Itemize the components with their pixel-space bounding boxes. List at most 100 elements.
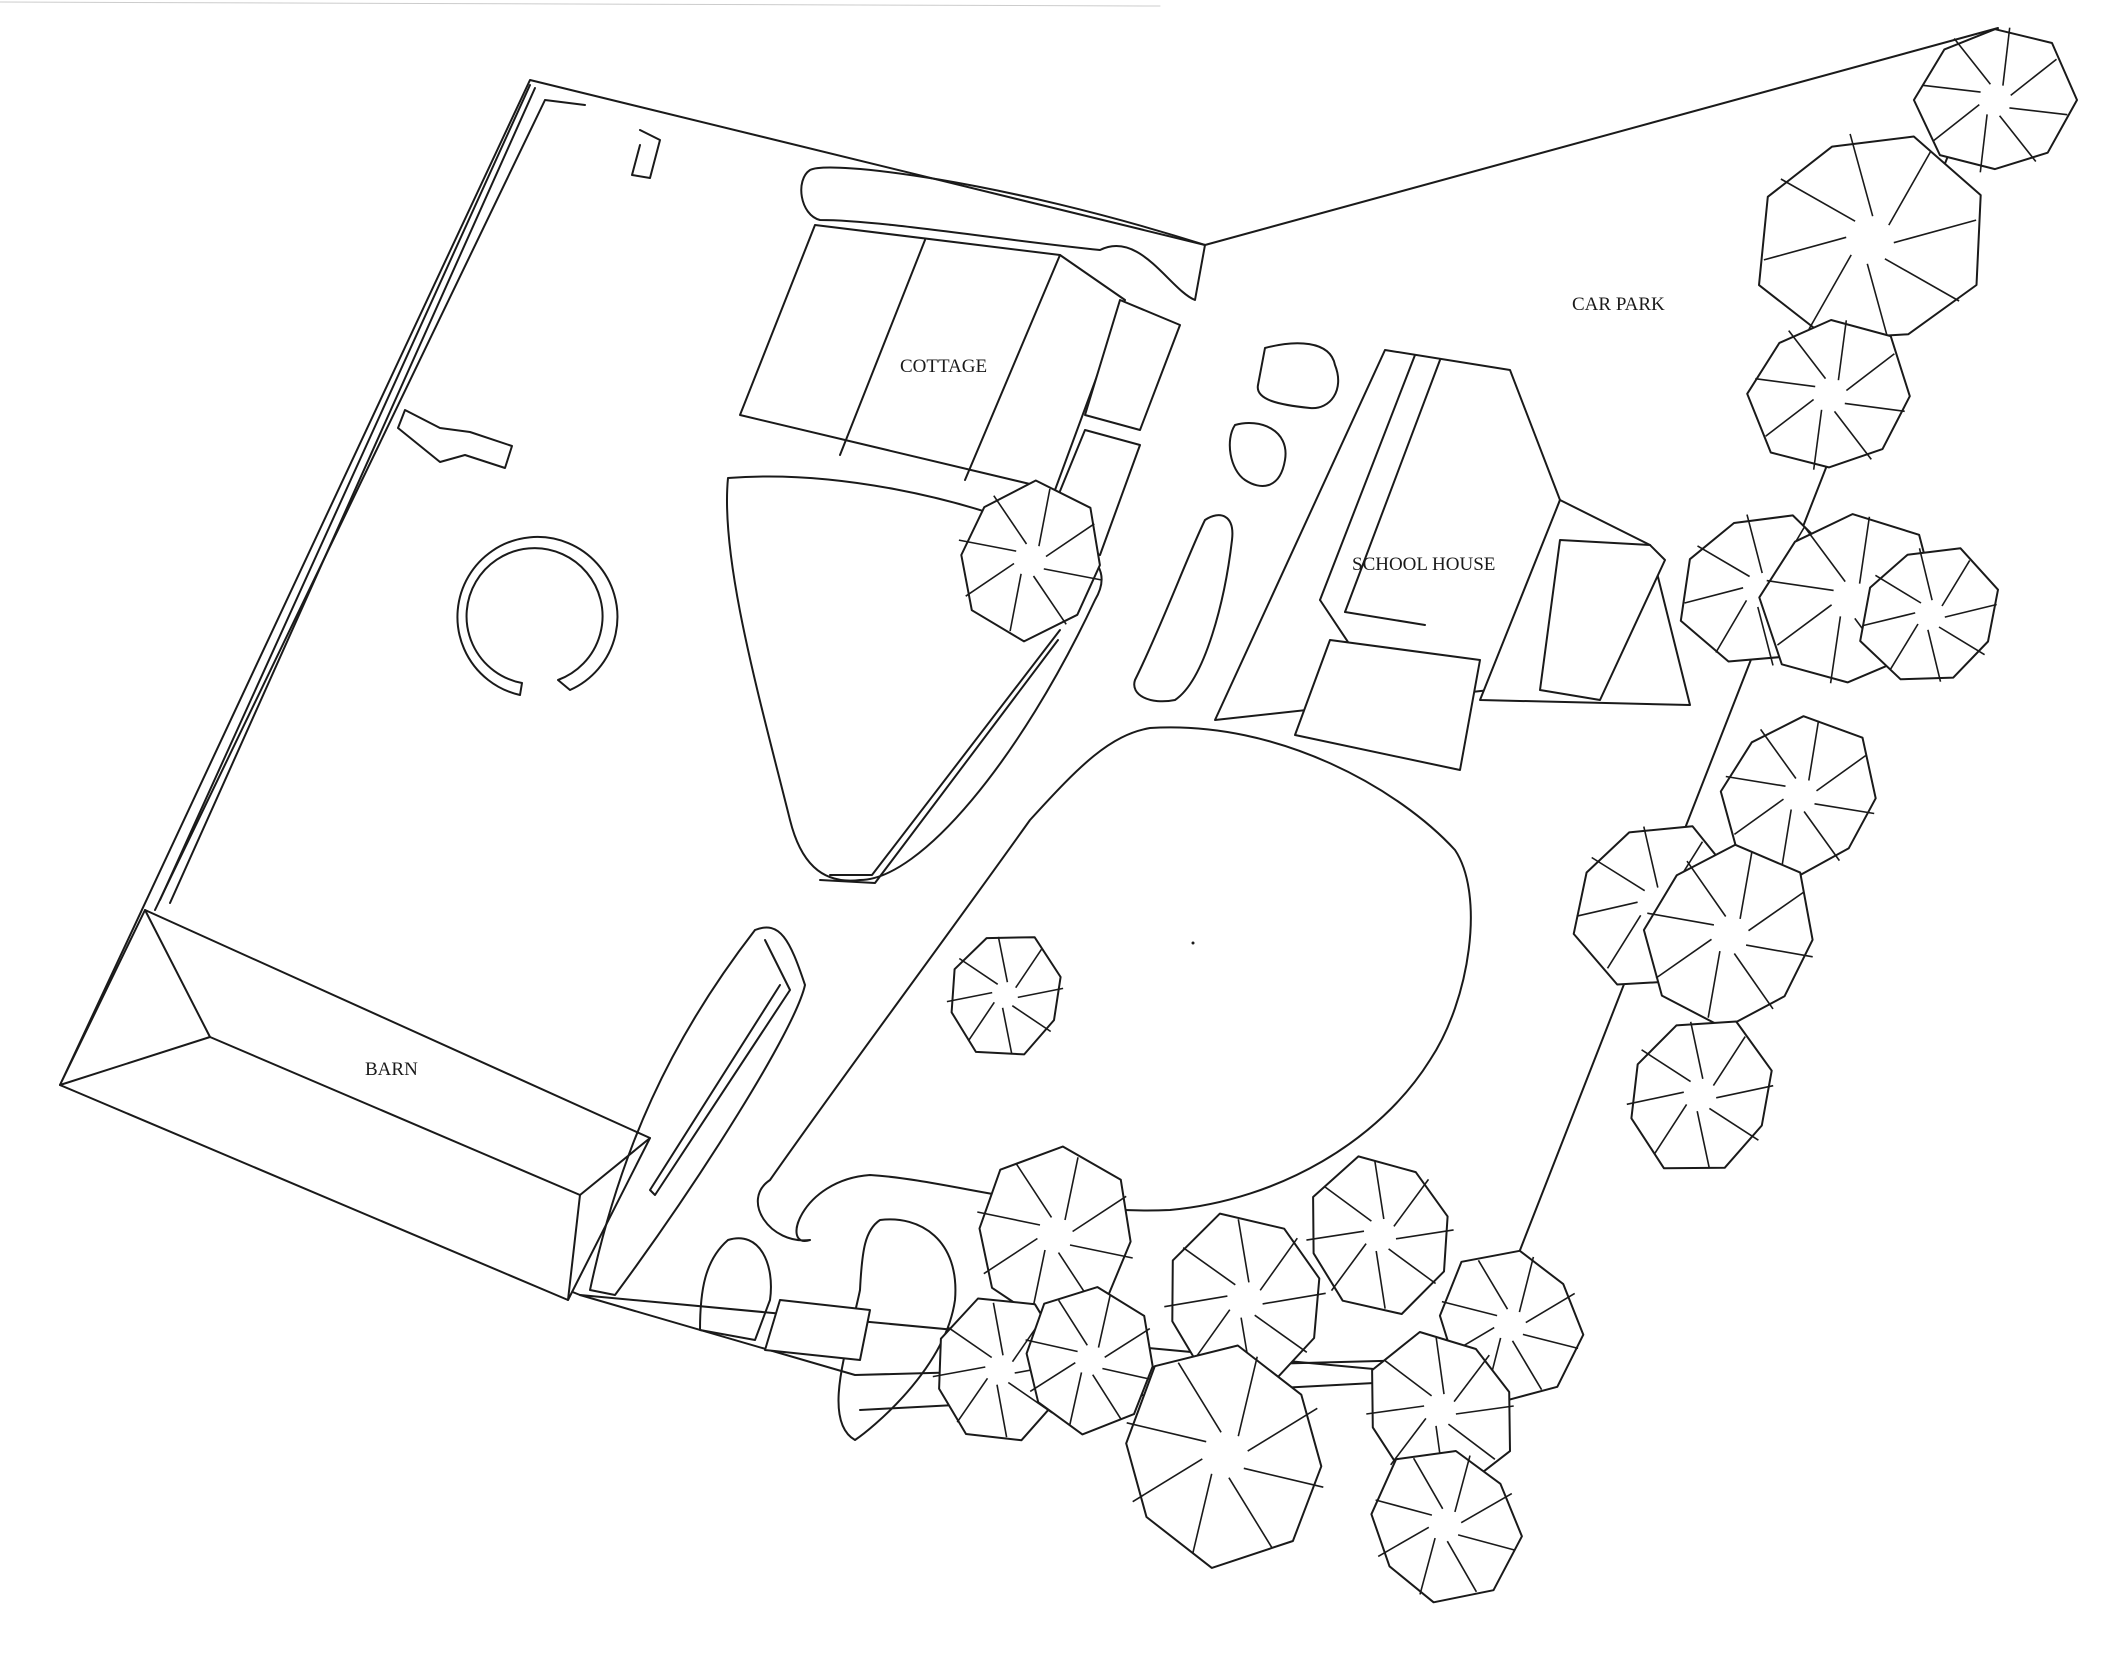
tree-branch <box>1375 1250 1386 1309</box>
school-bed-3 <box>1133 514 1234 703</box>
tree-icon <box>1758 133 1982 347</box>
tree-branch <box>1446 1540 1478 1593</box>
tree-branch <box>1953 38 1992 85</box>
tree-branch <box>1757 606 1774 666</box>
tree-branch <box>1708 1107 1759 1141</box>
tree-branch <box>1803 811 1841 862</box>
tree-icon <box>1125 1344 1324 1569</box>
barn-building: BARN <box>59 909 651 1301</box>
tree-branch <box>1009 573 1022 632</box>
tree-branch <box>1525 1292 1576 1324</box>
scan-edge-line <box>0 1 1161 7</box>
tree-icon <box>1746 319 1911 470</box>
school-bed-2 <box>1228 422 1287 487</box>
tree-branch <box>1941 559 1971 607</box>
tree-branch <box>1375 1499 1433 1516</box>
tree-branch <box>1707 950 1721 1018</box>
tree-canopy <box>1859 547 1999 681</box>
tree-branch <box>1377 1526 1430 1558</box>
tree-branch <box>1733 798 1784 836</box>
tree-branch <box>1933 103 1980 142</box>
tree-icon <box>1306 1155 1454 1315</box>
central-lawn <box>756 726 1472 1242</box>
tree-branch <box>1833 410 1872 460</box>
tree-branch <box>1715 599 1748 653</box>
tree-branch <box>1412 1457 1444 1510</box>
tree-branch <box>1393 1178 1430 1227</box>
tree-branch <box>1606 914 1642 969</box>
tree-branch <box>1092 1374 1123 1421</box>
tree-branch <box>1384 1360 1433 1397</box>
tree-branch <box>1518 1256 1535 1313</box>
lawn-marker <box>1191 941 1195 945</box>
tree-branch <box>1454 1455 1471 1513</box>
tree-branch <box>1816 754 1867 792</box>
tree-branch <box>1366 1405 1425 1415</box>
tree-branch <box>1455 1405 1514 1415</box>
tree-branch <box>1748 891 1805 932</box>
tree-branch <box>956 1377 989 1423</box>
tree-branch <box>983 1237 1038 1275</box>
tree-branch <box>1395 1229 1454 1240</box>
tree-branch <box>1626 1091 1684 1106</box>
tree-icon <box>1642 843 1814 1030</box>
tree-branch <box>996 1384 1008 1438</box>
tree-branch <box>1522 1333 1579 1350</box>
small-bed-south <box>699 1237 772 1341</box>
tree-branch <box>1001 1007 1013 1054</box>
tree-branch <box>1655 938 1712 979</box>
tree-icon <box>1719 715 1877 879</box>
tree-branch <box>1829 616 1842 684</box>
tree-branch <box>1011 1005 1052 1033</box>
tree-branch <box>1228 1477 1273 1548</box>
tree-canopy <box>1758 135 1982 340</box>
school-bed-1 <box>1256 342 1340 410</box>
tree-branch <box>1182 1247 1236 1286</box>
tree-branch <box>1132 1458 1203 1503</box>
car-park-label: CAR PARK <box>1572 294 1665 315</box>
cottage-building: COTTAGE <box>739 224 1181 556</box>
tree-branch <box>993 495 1028 545</box>
tree-canopy <box>1371 1331 1511 1491</box>
tree-branch <box>1686 860 1727 917</box>
tree-branch <box>1043 568 1102 581</box>
tree-branch <box>1641 1049 1692 1083</box>
tree-branch <box>1441 1300 1498 1317</box>
south-garden-bed <box>837 1218 957 1441</box>
tree-branch <box>1419 1537 1436 1595</box>
tree-branch <box>1845 353 1895 392</box>
tree-group <box>932 27 2078 1604</box>
tree-branch <box>1725 775 1786 787</box>
tree-branch <box>1072 1195 1127 1233</box>
tree-branch <box>1237 1356 1258 1437</box>
tree-branch <box>2002 27 2011 86</box>
tree-branch <box>1979 114 1988 173</box>
tree-branch <box>1712 1036 1746 1087</box>
tree-branch <box>967 1001 995 1042</box>
tree-branch <box>1776 604 1833 646</box>
school-house-building: SCHOOL HOUSE <box>1214 349 1691 771</box>
tree-branch <box>965 562 1015 597</box>
tree-branch <box>1938 626 1986 656</box>
tree-branch <box>946 991 993 1003</box>
tree-branch <box>1804 526 1846 583</box>
tree-branch <box>2010 58 2057 97</box>
tree-branch <box>1243 1467 1324 1488</box>
tree-branch <box>1998 115 2037 162</box>
tree-canopy <box>960 479 1101 643</box>
tree-canopy <box>1642 843 1814 1030</box>
tree-branch <box>1746 514 1763 574</box>
tree-branch <box>1755 377 1816 388</box>
tree-canopy <box>1746 319 1911 469</box>
cottage-garden-path <box>800 166 1206 301</box>
tree-branch <box>1237 1219 1250 1283</box>
tree-branch <box>1447 1423 1496 1460</box>
tree-branch <box>1922 84 1981 93</box>
tree-branch <box>1460 1492 1513 1524</box>
tree-canopy <box>1370 1450 1523 1604</box>
tree-branch <box>1863 612 1916 627</box>
tree-branch <box>1031 1249 1046 1313</box>
tree-branch <box>1164 1295 1228 1308</box>
tree-branch <box>1511 1340 1543 1391</box>
